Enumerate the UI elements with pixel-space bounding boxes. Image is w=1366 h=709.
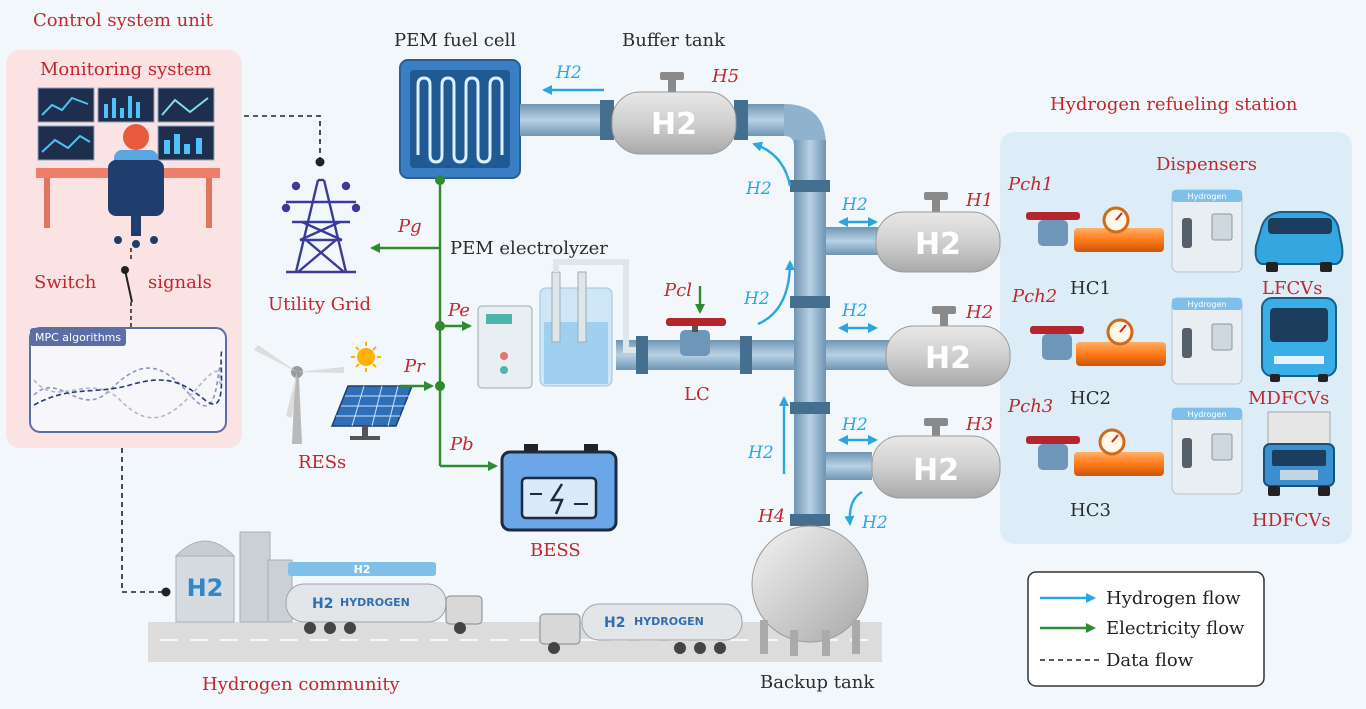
ress-label: RESs: [298, 452, 346, 473]
h2-flow-label-backup-in: H2: [861, 513, 888, 533]
h2-flow-label-buffer: H2: [745, 179, 772, 199]
legend-electricity-flow: Electricity flow: [1106, 618, 1245, 639]
tank-h2-icon: H2: [885, 306, 1011, 387]
tank-h1-icon: H2: [875, 192, 1001, 273]
monitoring-system-label: Monitoring system: [40, 59, 211, 80]
legend: Hydrogen flow Electricity flow Data flow: [1027, 571, 1265, 687]
fuel-cell-node: [435, 175, 445, 185]
h2-flow-label-backup: H2: [747, 443, 774, 463]
h2-tank-symbol: H2: [965, 302, 993, 323]
truck-2-text: HYDROGEN: [634, 615, 704, 628]
lfcv-car-icon: [1254, 211, 1344, 272]
lfcvs-label: LFCVs: [1262, 278, 1322, 299]
mdfcv-bus-icon: [1261, 297, 1337, 382]
hydrogen-community-scene: H2 H2 H2 HYDROGEN H2 HYDROGEN: [148, 525, 882, 662]
tank-h2-text: H2: [925, 341, 971, 376]
truck-1-text: HYDROGEN: [340, 596, 410, 609]
tank-h1-text: H2: [915, 227, 961, 262]
legend-hydrogen-flow: Hydrogen flow: [1106, 588, 1241, 609]
buffer-tank-label: Buffer tank: [622, 30, 726, 51]
tank-h3-text: H2: [913, 453, 959, 488]
truck-2-h2-text: H2: [604, 615, 625, 631]
h2-flow-label-hc2: H2: [841, 301, 868, 321]
buffer-tank-text: H2: [651, 107, 697, 142]
hdfcv-truck-icon: [1263, 411, 1335, 496]
dispenser-3-text: Hydrogen: [1188, 410, 1227, 419]
pe-symbol: Pe: [447, 300, 470, 321]
signals-label: signals: [148, 272, 212, 293]
station-canopy-text: H2: [354, 563, 371, 576]
h4-symbol: H4: [757, 506, 785, 527]
pem-fuel-cell-icon: [399, 59, 521, 179]
lc-valve-icon[interactable]: [666, 318, 726, 356]
h2-flow-label-fuelcell: H2: [555, 63, 582, 83]
hydrogen-flow-arrows: [542, 85, 878, 526]
h3-symbol: H3: [965, 414, 993, 435]
h5-symbol: H5: [711, 66, 739, 87]
utility-grid-tower-icon: [281, 178, 361, 274]
tank-h3-icon: H2: [871, 418, 1001, 499]
buffer-tank-icon: H2: [611, 72, 737, 155]
pg-symbol: Pg: [397, 216, 422, 237]
dispenser-1-icon[interactable]: Hydrogen: [1171, 189, 1243, 273]
mpc-algorithms-label: MPC algorithms: [35, 331, 121, 344]
dispenser-1-text: Hydrogen: [1188, 192, 1227, 201]
bess-battery-icon: [500, 444, 618, 532]
switch-icon[interactable]: [121, 248, 133, 328]
h2-flow-label-hc3: H2: [841, 415, 868, 435]
pem-fuel-cell-label: PEM fuel cell: [394, 30, 516, 51]
grid-data-node: [315, 157, 325, 167]
community-tank-text: H2: [187, 574, 224, 602]
utility-grid-label: Utility Grid: [268, 294, 371, 315]
backup-tank-label: Backup tank: [760, 672, 875, 693]
pem-electrolyzer-icon: [477, 259, 636, 389]
h2-flow-label-hc1: H2: [841, 195, 868, 215]
lc-label: LC: [684, 384, 710, 405]
hc1-compressor-icon[interactable]: [1026, 206, 1164, 252]
pcl-symbol: Pcl: [663, 280, 692, 301]
hc3-label: HC3: [1070, 500, 1111, 521]
control-system-unit-label: Control system unit: [33, 10, 214, 31]
pch2-symbol: Pch2: [1011, 286, 1057, 307]
hydrogen-refueling-station-label: Hydrogen refueling station: [1050, 94, 1298, 115]
pem-electrolyzer-label: PEM electrolyzer: [450, 238, 608, 259]
pb-symbol: Pb: [449, 434, 474, 455]
dispensers-label: Dispensers: [1156, 154, 1257, 175]
mpc-algorithms-box: MPC algorithms: [29, 327, 227, 433]
pch1-symbol: Pch1: [1007, 174, 1053, 195]
hydrogen-community-label: Hydrogen community: [202, 674, 401, 695]
hc1-label: HC1: [1070, 278, 1111, 299]
mdfcvs-label: MDFCVs: [1248, 388, 1329, 409]
dispenser-2-icon[interactable]: Hydrogen: [1171, 297, 1243, 385]
pch3-symbol: Pch3: [1007, 396, 1053, 417]
bess-label: BESS: [530, 540, 581, 561]
hc2-label: HC2: [1070, 388, 1111, 409]
hdfcvs-label: HDFCVs: [1252, 510, 1331, 531]
h1-symbol: H1: [965, 190, 993, 211]
hc2-compressor-icon[interactable]: [1030, 318, 1166, 366]
dispenser-2-text: Hydrogen: [1188, 300, 1227, 309]
community-data-node: [161, 587, 171, 597]
hc3-compressor-icon[interactable]: [1026, 428, 1164, 476]
legend-data-flow: Data flow: [1106, 650, 1194, 671]
res-node: [435, 381, 445, 391]
dispenser-3-icon[interactable]: Hydrogen: [1171, 407, 1243, 495]
solar-panel-icon: [330, 342, 414, 440]
pr-symbol: Pr: [403, 356, 426, 377]
switch-label: Switch: [34, 272, 97, 293]
electrolyzer-node: [435, 321, 445, 331]
monitoring-screens-icon: [36, 87, 220, 248]
truck-1-h2-text: H2: [312, 596, 333, 612]
h2-flow-label-lc: H2: [743, 289, 770, 309]
data-flow-lines: [121, 115, 321, 593]
wind-turbine-icon: [254, 345, 344, 444]
